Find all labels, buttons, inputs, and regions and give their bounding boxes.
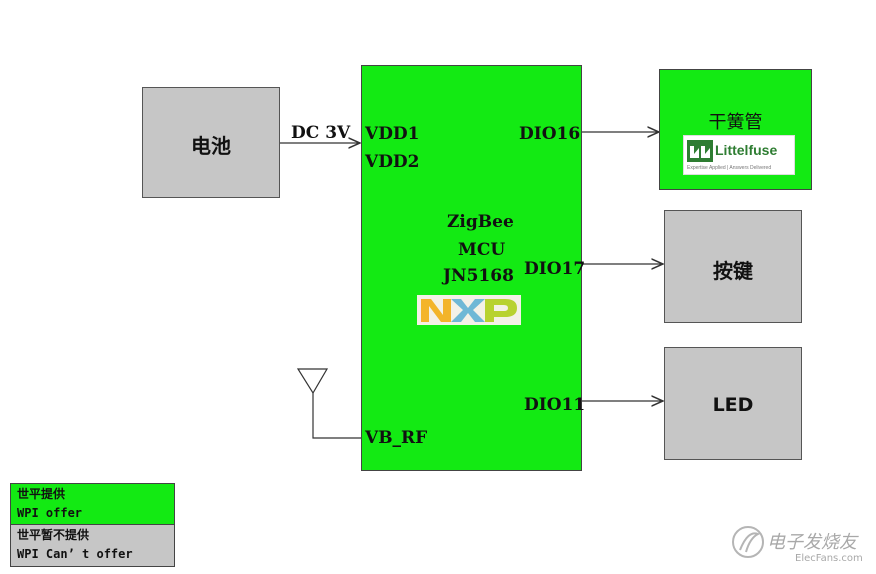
pin-vdd1: VDD1 bbox=[365, 124, 420, 144]
pin-dio11: DIO11 bbox=[524, 395, 586, 415]
button-box: 按键 bbox=[664, 210, 802, 323]
nxp-logo bbox=[417, 295, 521, 325]
pin-vb-rf: VB_RF bbox=[365, 428, 428, 448]
watermark-brand: 电子发烧友 bbox=[767, 532, 857, 553]
legend-offer-row: 世平提供 WPI offer bbox=[11, 484, 174, 525]
led-box: LED bbox=[664, 347, 802, 460]
littelfuse-brand: Littelfuse bbox=[715, 142, 778, 158]
legend-offer-cn: 世平提供 bbox=[17, 487, 66, 501]
mcu-name-line1: ZigBee bbox=[447, 212, 514, 232]
mcu-name-line2: MCU bbox=[458, 240, 506, 260]
battery-box: 电池 bbox=[142, 87, 280, 198]
watermark-logo-icon bbox=[732, 526, 764, 558]
legend-not-offer-en: WPI Can’ t offer bbox=[17, 547, 133, 561]
pin-dio17: DIO17 bbox=[524, 259, 586, 279]
legend-offer-en: WPI offer bbox=[17, 506, 83, 520]
watermark-site: ElecFans.com bbox=[795, 553, 863, 564]
littelfuse-tagline: Expertise Applied | Answers Delivered bbox=[687, 165, 772, 171]
antenna-icon bbox=[296, 368, 362, 439]
legend-not-offer-row: 世平暂不提供 WPI Can’ t offer bbox=[11, 525, 174, 566]
battery-label: 电池 bbox=[191, 134, 231, 158]
reed-switch-label: 干簧管 bbox=[708, 112, 763, 133]
reed-switch-box: 干簧管 Littelfuse Expertise Applied | Answe… bbox=[659, 69, 812, 190]
led-label: LED bbox=[712, 394, 754, 416]
littelfuse-mark-icon bbox=[687, 140, 713, 162]
mcu-name-line3: JN5168 bbox=[443, 266, 514, 286]
dc-voltage-label: DC 3V bbox=[291, 123, 351, 143]
legend: 世平提供 WPI offer 世平暂不提供 WPI Can’ t offer bbox=[10, 483, 175, 567]
button-label: 按键 bbox=[713, 259, 753, 283]
legend-not-offer-cn: 世平暂不提供 bbox=[17, 528, 90, 542]
mcu-block bbox=[361, 65, 582, 471]
pin-dio16: DIO16 bbox=[519, 124, 581, 144]
littelfuse-logo: Littelfuse Expertise Applied | Answers D… bbox=[683, 135, 795, 175]
pin-vdd2: VDD2 bbox=[365, 152, 420, 172]
